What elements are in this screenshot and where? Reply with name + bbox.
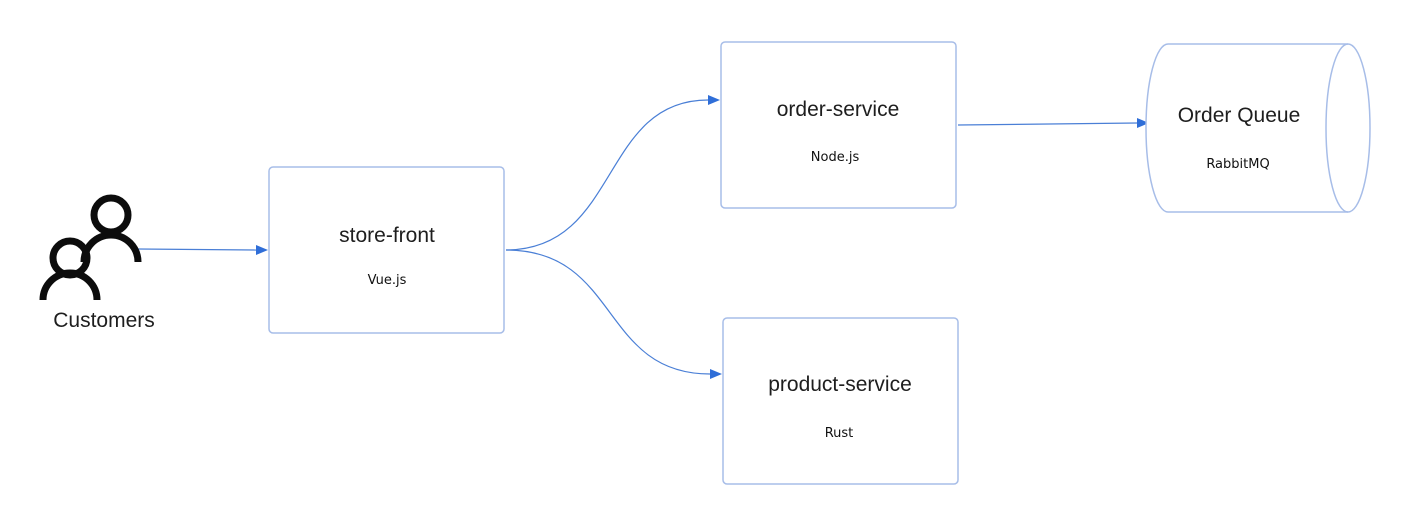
store-front-subtitle: Vue.js [368,273,407,288]
order-queue-cylinder-rim [1325,43,1349,213]
edge-order-service-order-queue [957,122,1138,126]
customers-actor[interactable]: Customers [39,194,155,332]
customers-label: Customers [53,309,155,332]
order-service-subtitle: Node.js [811,150,860,165]
arrowhead-store-front-order-service [708,95,720,105]
product-service-subtitle: Rust [825,426,854,441]
product-service-node[interactable]: product-service Rust [722,317,959,485]
edge-store-front-product-service [505,249,711,375]
arrowhead-order-service-order-queue [1137,118,1149,128]
arrowhead-customers-store-front [256,245,268,255]
store-front-node[interactable]: store-front Vue.js [268,166,505,334]
users-icon [39,194,142,301]
arrowhead-store-front-product-service [710,369,722,379]
product-service-title: product-service [768,373,912,396]
order-queue-title: Order Queue [1178,104,1301,127]
edge-store-front-order-service [505,99,709,251]
product-service-box [722,317,959,485]
order-service-box [720,41,957,209]
edges [137,95,1149,379]
order-service-title: order-service [777,98,900,121]
store-front-title: store-front [339,224,435,247]
store-front-box [268,166,505,334]
order-queue-node[interactable]: Order Queue RabbitMQ [1145,43,1371,213]
order-queue-cylinder-body [1145,43,1371,213]
order-service-node[interactable]: order-service Node.js [720,41,957,209]
edge-customers-store-front [137,248,259,251]
order-queue-subtitle: RabbitMQ [1206,157,1269,172]
